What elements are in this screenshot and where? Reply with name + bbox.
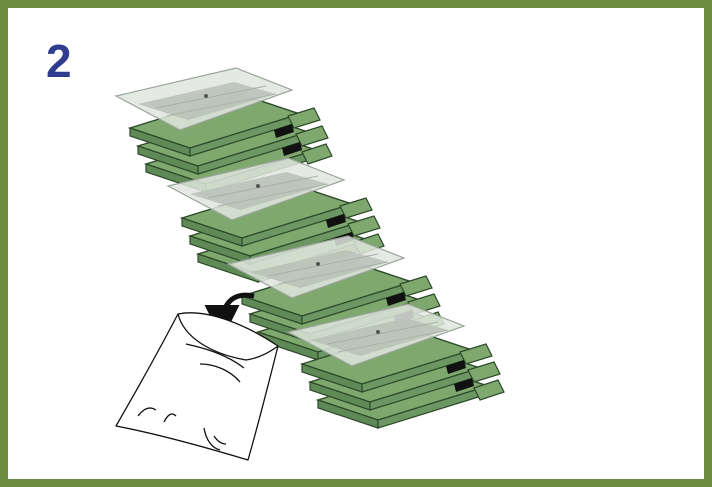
plastic-bag-icon [116,313,278,460]
instruction-illustration [8,8,712,487]
